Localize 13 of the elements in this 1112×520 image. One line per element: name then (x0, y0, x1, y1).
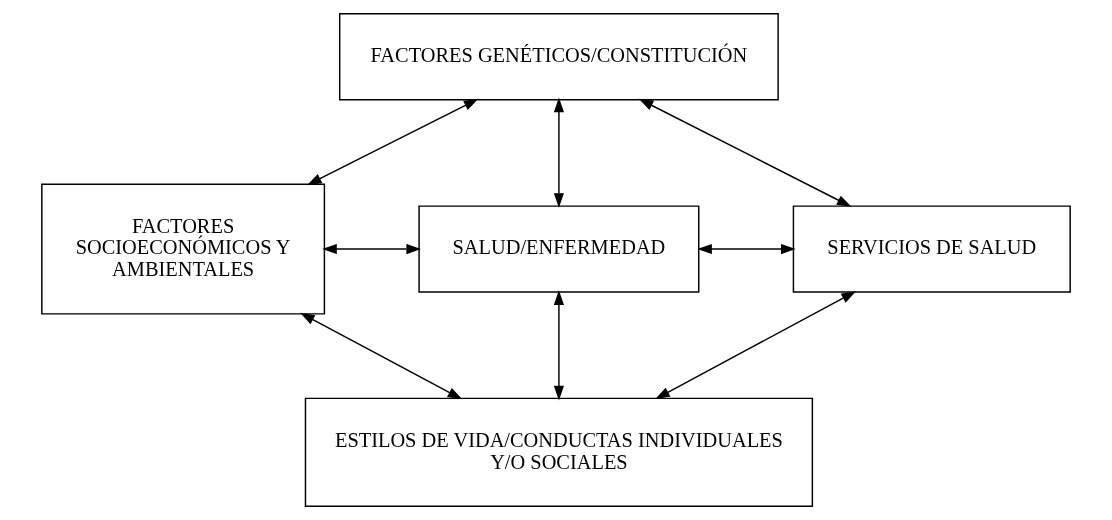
node-box: ESTILOS DE VIDA/CONDUCTAS INDIVIDUALES Y/O SOCIALES (304, 397, 814, 507)
arrow (553, 97, 564, 208)
arrow (638, 98, 852, 207)
arrow (697, 243, 796, 255)
arrow (307, 98, 479, 186)
arrow (322, 243, 421, 255)
arrow (300, 312, 463, 400)
arrow (655, 291, 857, 400)
node-box: SALUD/ENFERMEDAD (418, 205, 700, 293)
node-box: FACTORES SOCIOECONÓMICOS Y AMBIENTALES (41, 183, 326, 315)
node-box: SERVICIOS DE SALUD (792, 205, 1071, 293)
node-box: FACTORES GENÉTICOS/CONSTITUCIÓN (338, 13, 779, 101)
arrow (553, 290, 564, 401)
